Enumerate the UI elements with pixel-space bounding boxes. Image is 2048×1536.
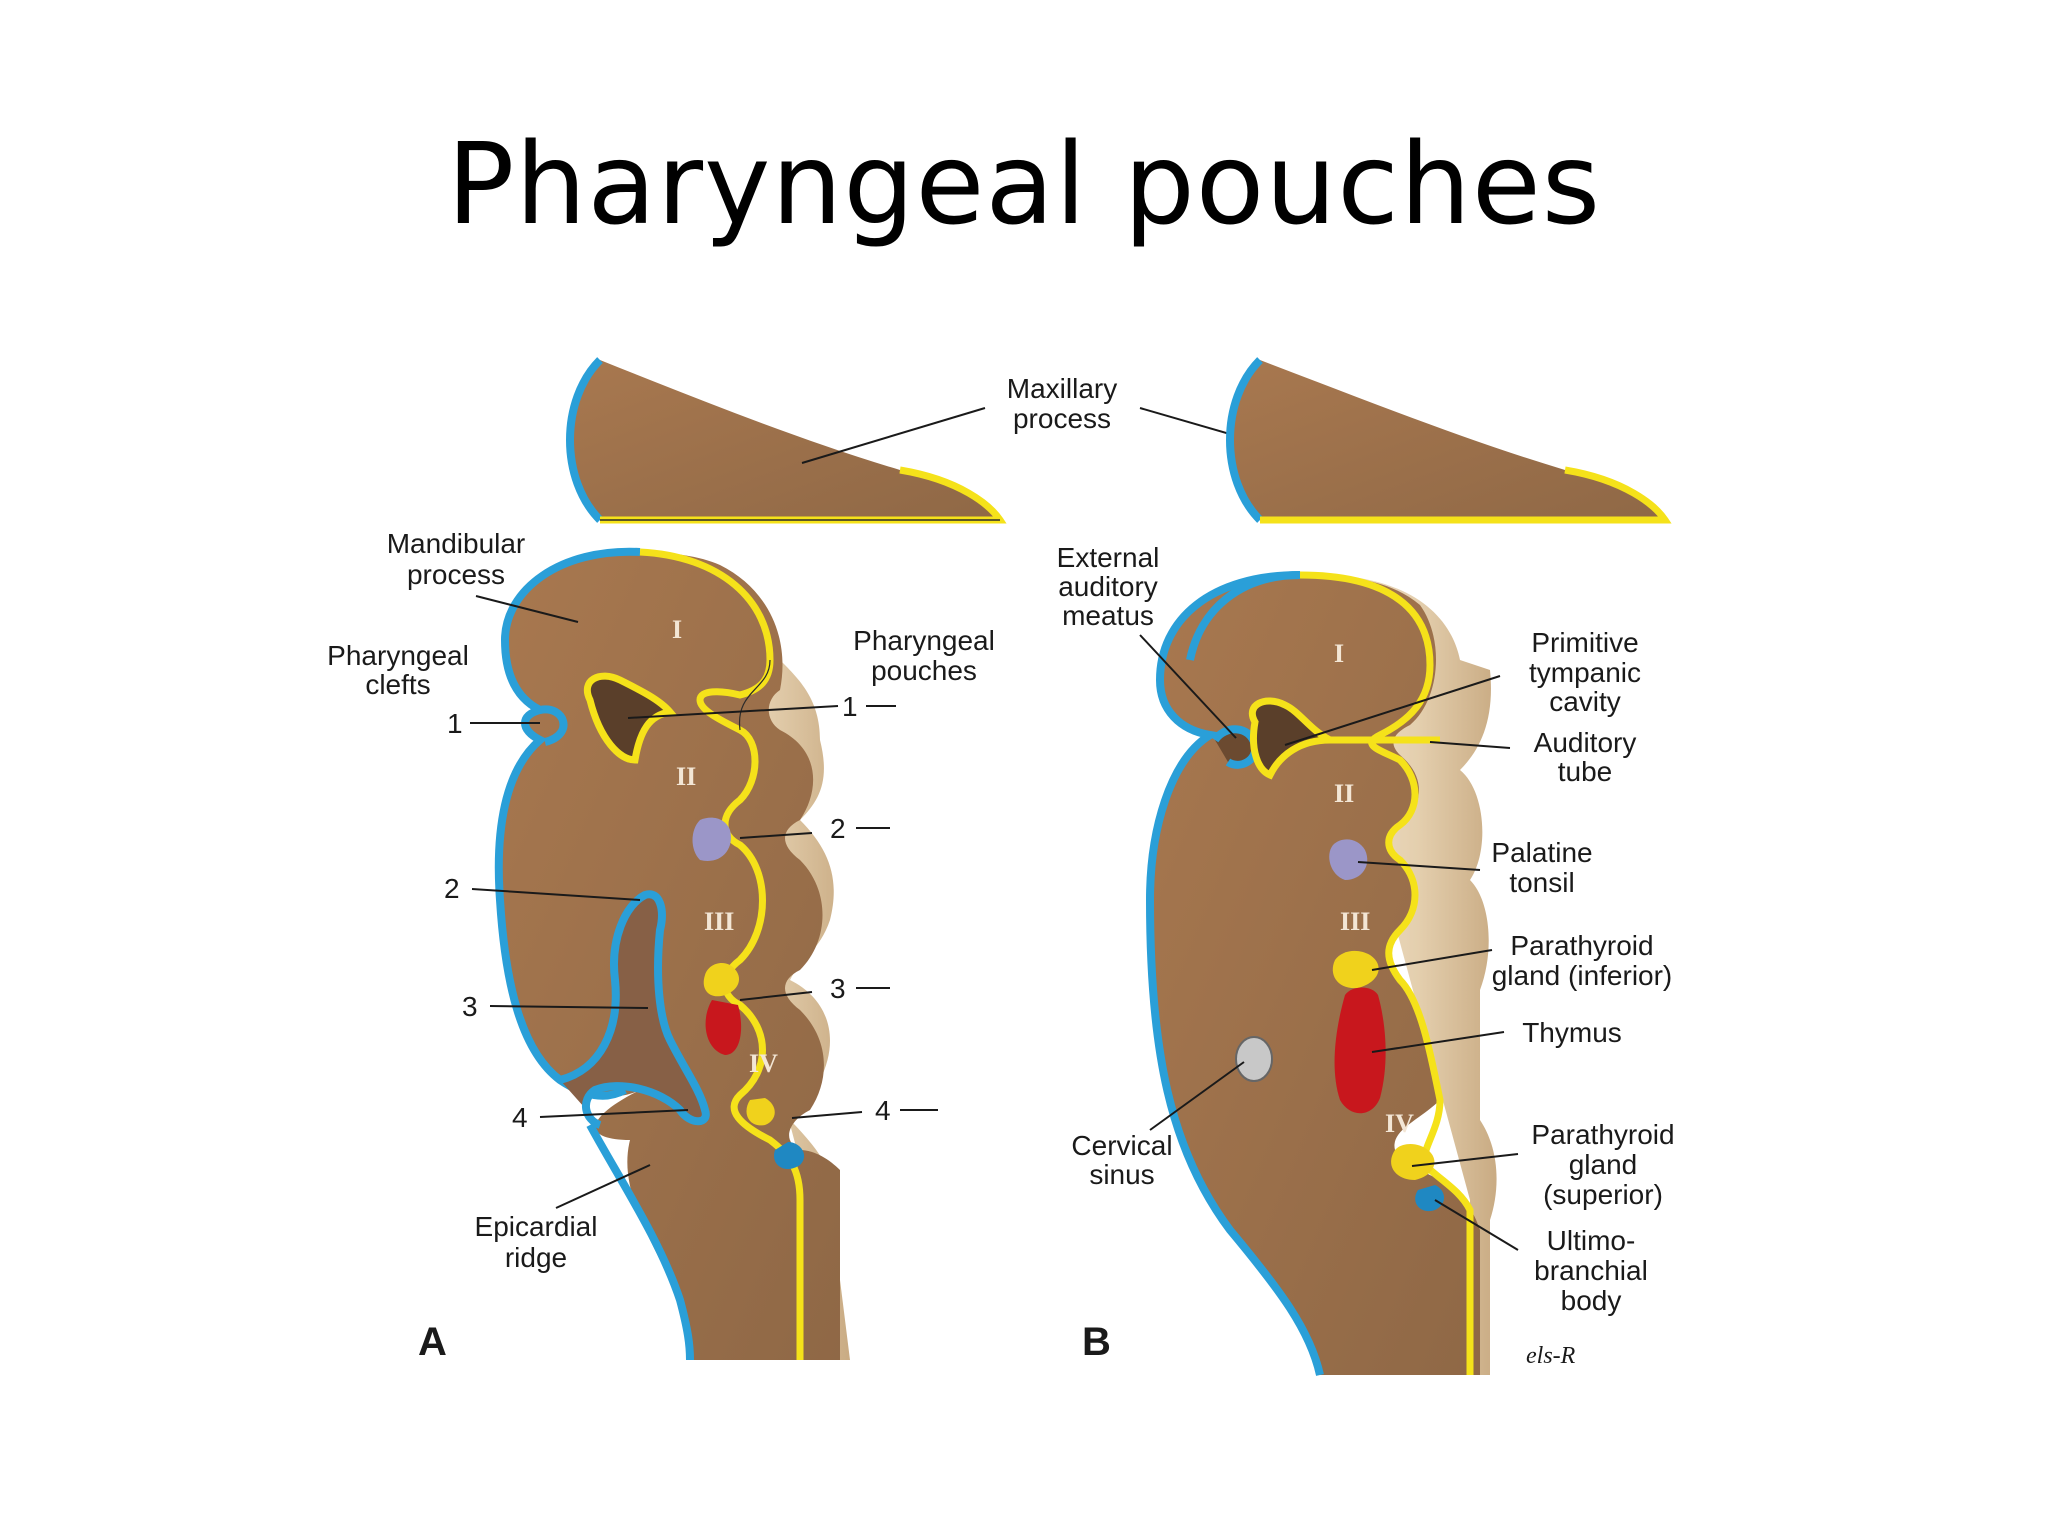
- pouch-4-bud-a: [746, 1098, 775, 1126]
- arch-numeral-iii-b: III: [1340, 907, 1370, 936]
- label-cervical-sinus: Cervical sinus: [1071, 1061, 1245, 1190]
- svg-text:process: process: [407, 559, 505, 590]
- label-pharyngeal-clefts: Pharyngeal clefts: [327, 640, 469, 700]
- label-parathyroid-superior: Parathyroid gland (superior): [1411, 1119, 1675, 1210]
- arch-numeral-iv-b: IV: [1385, 1109, 1414, 1138]
- svg-text:Pharyngeal: Pharyngeal: [853, 625, 995, 656]
- pouch-number-2: 2: [739, 813, 890, 844]
- svg-text:2: 2: [444, 873, 460, 904]
- svg-text:Palatine: Palatine: [1491, 837, 1592, 868]
- tonsil-bud-a: [692, 817, 731, 861]
- parathyroid-superior-b: [1391, 1144, 1435, 1180]
- svg-text:meatus: meatus: [1062, 600, 1154, 631]
- svg-text:process: process: [1013, 403, 1111, 434]
- thymus-bud-a: [705, 1000, 742, 1055]
- arch-numeral-iv-a: IV: [749, 1049, 778, 1078]
- svg-text:Parathyroid: Parathyroid: [1510, 930, 1653, 961]
- panel-letter-a: A: [418, 1320, 447, 1364]
- svg-text:3: 3: [462, 991, 478, 1022]
- slide-title: Pharyngeal pouches: [446, 120, 1602, 250]
- arch-numeral-ii-b: II: [1334, 779, 1354, 808]
- svg-text:3: 3: [830, 973, 846, 1004]
- label-external-auditory-meatus: External auditory meatus: [1057, 542, 1237, 739]
- svg-text:4: 4: [512, 1102, 528, 1133]
- pouch-number-3: 3: [739, 973, 890, 1004]
- label-ultimobranchial-body: Ultimo- branchial body: [1434, 1199, 1648, 1316]
- parathyroid-bud-a: [703, 963, 740, 997]
- maxillary-process-b: [1226, 357, 1672, 524]
- ultimobranchial-bud-a: [774, 1142, 805, 1170]
- cleft-number-4: 4: [512, 1102, 689, 1133]
- ultimobranchial-body-b: [1415, 1185, 1445, 1212]
- ectoderm-outline-b: [1145, 571, 1324, 1376]
- svg-text:Parathyroid: Parathyroid: [1531, 1119, 1674, 1150]
- svg-text:Pharyngeal: Pharyngeal: [327, 640, 469, 671]
- svg-text:2: 2: [830, 813, 846, 844]
- svg-text:Ultimo-: Ultimo-: [1547, 1225, 1636, 1256]
- panel-letter-b: B: [1082, 1320, 1111, 1364]
- pharyngeal-arches-tissue-b: [1150, 575, 1480, 1375]
- svg-text:cavity: cavity: [1549, 686, 1621, 717]
- svg-text:Maxillary: Maxillary: [1007, 373, 1117, 404]
- pouch-number-4: 4: [791, 1095, 938, 1126]
- palatine-tonsil-b: [1329, 839, 1368, 880]
- label-primitive-tympanic-cavity: Primitive tympanic cavity: [1284, 627, 1641, 746]
- panel-b: I II III IV External auditory meatus Pri…: [1057, 357, 1675, 1376]
- arch-numeral-i-b: I: [1334, 639, 1344, 668]
- label-maxillary-process: Maxillary process: [801, 373, 1331, 464]
- svg-text:clefts: clefts: [365, 669, 430, 700]
- thymus-b: [1334, 987, 1386, 1114]
- label-palatine-tonsil: Palatine tonsil: [1357, 837, 1593, 898]
- endoderm-outline-b: [1299, 571, 1474, 1375]
- svg-text:pouches: pouches: [871, 655, 977, 686]
- label-mandibular-process: Mandibular process: [387, 528, 579, 623]
- parathyroid-inferior-b: [1332, 950, 1379, 989]
- cleft-number-1: 1: [447, 708, 540, 739]
- svg-text:Primitive: Primitive: [1531, 627, 1638, 658]
- svg-text:auditory: auditory: [1058, 571, 1158, 602]
- pouch-number-1: 1: [627, 691, 896, 722]
- panel-a: I II III IV Maxillary process Mandibular…: [327, 357, 1331, 1364]
- label-epicardial-ridge: Epicardial ridge: [475, 1164, 651, 1273]
- cervical-sinus-b: [1235, 1036, 1273, 1082]
- arch-numeral-i-a: I: [672, 615, 682, 644]
- svg-text:ridge: ridge: [505, 1242, 567, 1273]
- svg-text:External: External: [1057, 542, 1160, 573]
- arch-numeral-ii-a: II: [676, 762, 696, 791]
- svg-text:(superior): (superior): [1543, 1179, 1663, 1210]
- svg-text:4: 4: [875, 1095, 891, 1126]
- arch-numeral-iii-a: III: [704, 907, 734, 936]
- cervical-cleft-a: [558, 890, 710, 1129]
- cleft-number-2: 2: [444, 873, 641, 904]
- cleft-1-a: [539, 705, 568, 746]
- label-thymus: Thymus: [1371, 1017, 1622, 1053]
- label-pharyngeal-pouches: Pharyngeal pouches: [853, 625, 995, 686]
- svg-text:1: 1: [842, 691, 858, 722]
- svg-text:body: body: [1561, 1285, 1622, 1316]
- svg-text:branchial: branchial: [1534, 1255, 1648, 1286]
- svg-text:Thymus: Thymus: [1522, 1017, 1622, 1048]
- svg-text:tympanic: tympanic: [1529, 657, 1641, 688]
- svg-text:Epicardial: Epicardial: [475, 1211, 598, 1242]
- maxillary-process-a: [566, 357, 1007, 524]
- svg-text:Auditory: Auditory: [1534, 727, 1637, 758]
- label-parathyroid-inferior: Parathyroid gland (inferior): [1371, 930, 1673, 991]
- cleft-number-3: 3: [462, 991, 649, 1022]
- pouch-side-face-b: [1300, 574, 1497, 1375]
- svg-text:1: 1: [447, 708, 463, 739]
- svg-text:gland (inferior): gland (inferior): [1492, 960, 1673, 991]
- ectoderm-outline-a: [494, 547, 641, 1100]
- svg-text:sinus: sinus: [1089, 1159, 1154, 1190]
- svg-text:tonsil: tonsil: [1509, 867, 1574, 898]
- svg-text:Cervical: Cervical: [1071, 1130, 1172, 1161]
- illustrator-signature: els-R: [1526, 1343, 1576, 1369]
- svg-text:tube: tube: [1558, 756, 1613, 787]
- svg-text:gland: gland: [1569, 1149, 1638, 1180]
- svg-text:Mandibular: Mandibular: [387, 528, 526, 559]
- label-auditory-tube: Auditory tube: [1429, 727, 1637, 787]
